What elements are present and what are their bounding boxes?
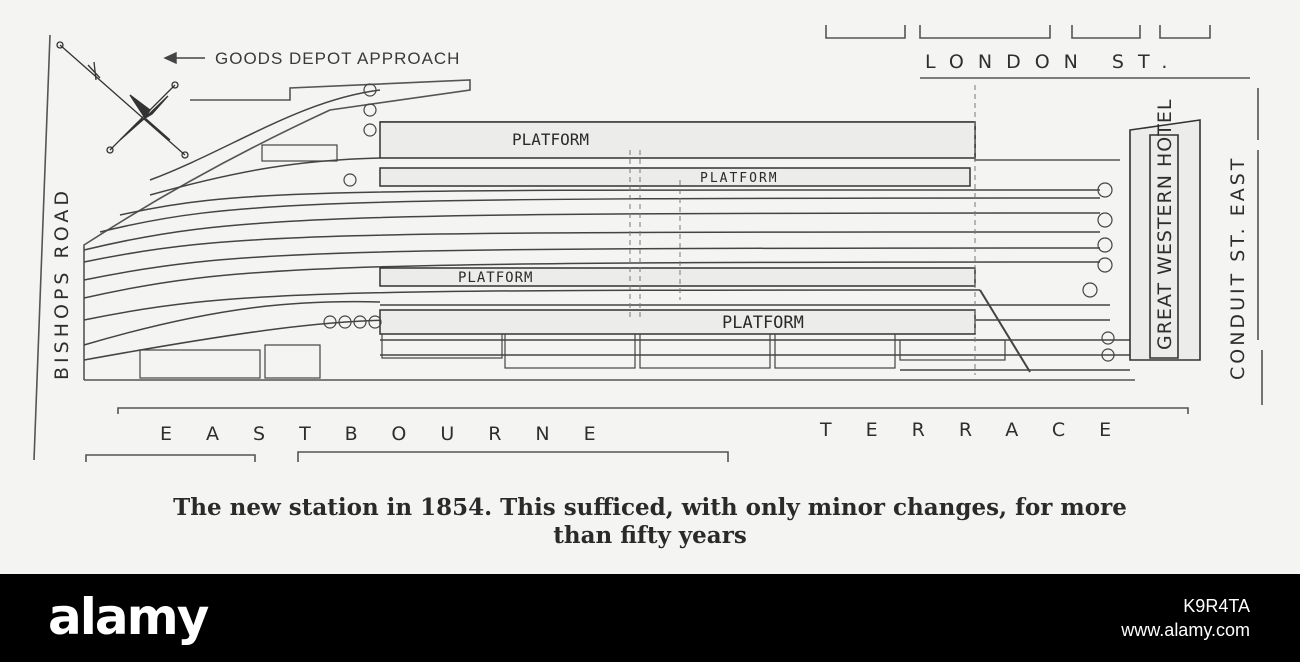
goods-depot-label: GOODS DEPOT APPROACH — [215, 49, 460, 68]
turntable — [353, 315, 367, 329]
hotel-outline — [1129, 119, 1201, 361]
turntable — [363, 123, 377, 137]
track — [83, 212, 1101, 251]
turntable — [338, 315, 352, 329]
caption-line-2: than fifty years — [553, 522, 747, 549]
bishops-road-kerb — [33, 34, 51, 461]
bishops-road-label: BISHOPS ROAD — [51, 187, 73, 380]
turntable — [1097, 257, 1113, 273]
terrace-label: TERRACE — [819, 419, 1145, 441]
turntable — [368, 315, 382, 329]
building — [139, 349, 261, 379]
watermark-footer: alamy K9R4TA www.alamy.com — [0, 574, 1300, 662]
turntable — [1101, 348, 1115, 362]
upper-blocks — [825, 25, 1211, 39]
turntable — [363, 103, 377, 117]
compass-rose-icon — [56, 41, 189, 159]
lower-blocks — [85, 451, 729, 462]
london-st-label: LONDON ST. — [925, 51, 1181, 73]
figure-caption: The new station in 1854. This sufficed, … — [20, 494, 1280, 550]
goods-depot-arrow-icon — [163, 51, 205, 65]
conduit-kerb — [1257, 88, 1263, 405]
hotel-inner — [1149, 134, 1179, 359]
roof-line — [629, 85, 976, 375]
platform-1-label: PLATFORM — [512, 130, 589, 149]
hotel-label: GREAT WESTERN HOTEL — [1154, 99, 1176, 350]
track — [83, 231, 1101, 263]
platform-2-block — [379, 167, 971, 187]
turntable — [363, 83, 377, 97]
platform-3-label: PLATFORM — [458, 270, 533, 286]
building — [899, 339, 1006, 361]
track — [83, 300, 381, 346]
turntable — [323, 315, 337, 329]
building — [261, 144, 338, 162]
station-outline — [83, 79, 471, 380]
station-plan-map: GOODS DEPOT APPROACH LONDON ST. BISHOPS … — [33, 25, 1263, 462]
track — [83, 319, 401, 361]
building — [774, 333, 896, 369]
turntable — [1097, 212, 1113, 228]
image-id: K9R4TA — [1183, 596, 1250, 616]
platform-4-block — [379, 309, 976, 335]
turntable-chain — [979, 289, 1031, 373]
caption-line-1: The new station in 1854. This sufficed, … — [173, 494, 1127, 521]
building — [381, 333, 503, 359]
turntable — [343, 173, 357, 187]
conduit-st-east-label: CONDUIT ST. EAST — [1227, 156, 1249, 380]
platform-2-label: PLATFORM — [700, 171, 779, 186]
track — [119, 189, 1101, 216]
track — [149, 89, 381, 181]
turntable — [1097, 182, 1113, 198]
map-plate: GOODS DEPOT APPROACH LONDON ST. BISHOPS … — [0, 0, 1300, 574]
building — [264, 344, 321, 379]
eastbourne-kerb — [117, 407, 1189, 414]
brand-logo: alamy — [48, 588, 209, 646]
track — [83, 247, 1101, 281]
turntable — [1082, 282, 1098, 298]
track — [83, 289, 981, 321]
platform-4-label: PLATFORM — [722, 313, 804, 333]
eastbourne-label: EASTBOURNE — [160, 423, 630, 445]
track — [380, 304, 1130, 371]
building — [504, 333, 636, 369]
track — [83, 261, 1101, 299]
platform-1-block — [379, 121, 976, 159]
track — [99, 197, 1101, 233]
site-url: www.alamy.com — [1121, 620, 1250, 640]
turntable — [1097, 237, 1113, 253]
track — [149, 157, 381, 196]
building — [639, 333, 771, 369]
turntable — [1101, 331, 1115, 345]
